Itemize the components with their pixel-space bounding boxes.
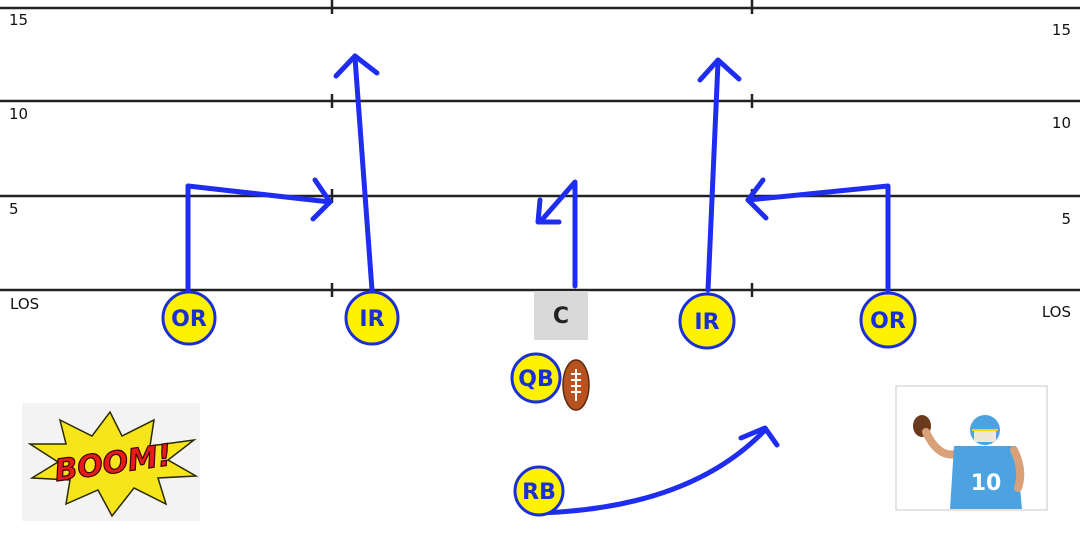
route-or-left-dig xyxy=(185,183,333,293)
route-center-hitch xyxy=(537,179,578,289)
player-label-ir-right: IR xyxy=(694,310,719,335)
svg-text:10: 10 xyxy=(971,471,1002,496)
route-ir-right-go xyxy=(705,59,721,293)
player-ir-left[interactable]: IR xyxy=(344,290,400,346)
player-rb[interactable]: RB xyxy=(513,465,565,517)
arrowhead-rb xyxy=(738,425,780,448)
yard-label-right-15: 15 xyxy=(1052,21,1071,39)
football-icon xyxy=(562,359,590,411)
player-ir-right[interactable]: IR xyxy=(678,292,736,350)
arrowhead-or-right xyxy=(745,177,769,221)
player-label-center: C xyxy=(553,304,569,329)
route-rb-swing xyxy=(537,427,768,516)
route-or-right-dig xyxy=(745,183,891,293)
yard-label-left-5: 5 xyxy=(9,200,19,218)
yard-lines xyxy=(0,6,1080,292)
arrowhead-or-left xyxy=(310,177,333,222)
player-center[interactable]: C xyxy=(534,291,588,340)
yard-label-right-5: 5 xyxy=(1061,210,1071,228)
route-ir-left-go xyxy=(352,55,375,293)
arrowhead-center xyxy=(535,197,562,225)
player-label-or-left: OR xyxy=(171,307,207,332)
los-label-left: LOS xyxy=(10,295,39,313)
player-label-or-right: OR xyxy=(870,309,906,334)
los-label-right: LOS xyxy=(1042,303,1071,321)
player-label-ir-left: IR xyxy=(359,307,384,332)
player-or-right[interactable]: OR xyxy=(859,291,917,349)
boom-sticker: BOOM! xyxy=(22,403,200,521)
yard-label-left-15: 15 xyxy=(9,11,28,29)
yard-label-right-10: 10 xyxy=(1052,114,1071,132)
player-qb[interactable]: QB xyxy=(510,352,562,404)
player-or-left[interactable]: OR xyxy=(161,290,217,346)
yard-label-left-10: 10 xyxy=(9,105,28,123)
quarterback-photo: 10 xyxy=(895,385,1048,511)
player-label-rb: RB xyxy=(522,480,556,505)
hash-marks xyxy=(330,0,754,297)
arrowhead-ir-left xyxy=(333,53,380,79)
routes xyxy=(185,53,891,516)
player-label-qb: QB xyxy=(518,367,553,392)
arrowhead-ir-right xyxy=(697,57,742,83)
